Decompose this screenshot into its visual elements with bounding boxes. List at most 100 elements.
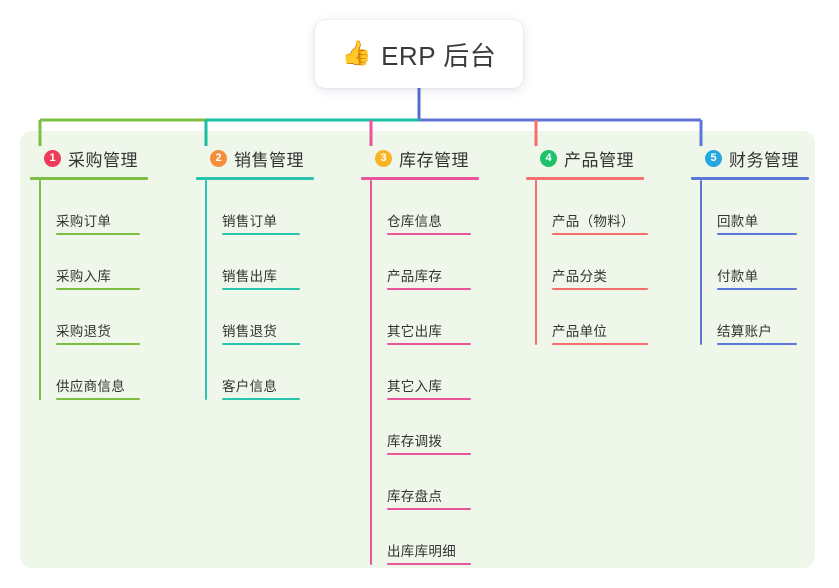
- branch-underline: [691, 177, 809, 180]
- branch-title: 财务管理: [729, 150, 799, 170]
- branch-header-1[interactable]: 1 采购管理: [30, 146, 180, 170]
- branch-item-list: 回款单付款单结算账户: [691, 180, 839, 345]
- branch-spine: [205, 180, 207, 400]
- branch-item-label: 销售退货: [222, 324, 278, 339]
- branch-item-underline: [387, 508, 471, 510]
- branch-underline: [196, 177, 314, 180]
- branch-item-list: 销售订单销售出库销售退货客户信息: [196, 180, 346, 400]
- branch-item-label: 结算账户: [717, 324, 773, 339]
- branch-item-label: 回款单: [717, 214, 759, 229]
- branch-item-underline: [222, 398, 300, 400]
- branch-column-1: 1 采购管理采购订单采购入库采购退货供应商信息: [30, 146, 180, 400]
- branch-item-underline: [552, 233, 648, 235]
- branch-item[interactable]: 库存调拨: [361, 400, 511, 455]
- branch-item[interactable]: 出库库明细: [361, 510, 511, 565]
- branch-item-underline: [387, 343, 471, 345]
- branch-number-badge: 4: [540, 149, 557, 167]
- branch-item-underline: [387, 453, 471, 455]
- branch-item-underline: [222, 233, 300, 235]
- branch-item-underline: [56, 343, 140, 345]
- branch-item[interactable]: 回款单: [691, 180, 839, 235]
- branch-item-label: 产品库存: [387, 269, 443, 284]
- branch-header-4[interactable]: 4 产品管理: [526, 146, 676, 170]
- branch-column-2: 2 销售管理销售订单销售出库销售退货客户信息: [196, 146, 346, 400]
- branch-number-badge: 3: [375, 149, 392, 167]
- branch-item[interactable]: 产品单位: [526, 290, 676, 345]
- branch-item-underline: [717, 288, 797, 290]
- branch-title: 销售管理: [234, 150, 304, 170]
- branch-item[interactable]: 产品库存: [361, 235, 511, 290]
- branch-item[interactable]: 采购入库: [30, 235, 180, 290]
- branch-item-underline: [717, 233, 797, 235]
- branch-item-label: 库存盘点: [387, 489, 443, 504]
- branch-item-label: 其它出库: [387, 324, 443, 339]
- branch-item[interactable]: 客户信息: [196, 345, 346, 400]
- branch-item[interactable]: 供应商信息: [30, 345, 180, 400]
- branch-item[interactable]: 采购订单: [30, 180, 180, 235]
- branch-column-5: 5 财务管理回款单付款单结算账户: [691, 146, 839, 345]
- branch-spine: [370, 180, 372, 565]
- root-node-card[interactable]: 👍 ERP 后台: [315, 20, 523, 88]
- branch-header-5[interactable]: 5 财务管理: [691, 146, 839, 170]
- branch-item-underline: [387, 288, 471, 290]
- branch-item-label: 销售订单: [222, 214, 278, 229]
- branch-item-label: 采购退货: [56, 324, 112, 339]
- branch-underline: [30, 177, 148, 180]
- branch-item-underline: [56, 233, 140, 235]
- branch-spine: [39, 180, 41, 400]
- branch-item[interactable]: 付款单: [691, 235, 839, 290]
- branch-item-label: 产品（物料）: [552, 214, 635, 229]
- branch-item-underline: [717, 343, 797, 345]
- branch-item-label: 产品单位: [552, 324, 608, 339]
- diagram-panel: [20, 131, 815, 568]
- branch-item-label: 仓库信息: [387, 214, 443, 229]
- root-node-title: 👍 ERP 后台: [342, 36, 497, 73]
- branch-item-underline: [387, 398, 471, 400]
- branch-item-label: 采购入库: [56, 269, 112, 284]
- branch-item-underline: [552, 343, 648, 345]
- branch-item[interactable]: 其它入库: [361, 345, 511, 400]
- branch-item-list: 产品（物料） 产品分类产品单位: [526, 180, 676, 345]
- branch-column-4: 4 产品管理产品（物料） 产品分类产品单位: [526, 146, 676, 345]
- branch-item[interactable]: 库存盘点: [361, 455, 511, 510]
- branch-item[interactable]: 产品分类: [526, 235, 676, 290]
- thumbs-up-icon: 👍: [341, 40, 373, 67]
- branch-item[interactable]: 销售出库: [196, 235, 346, 290]
- branch-underline: [526, 177, 644, 180]
- branch-spine: [535, 180, 537, 345]
- branch-item-label: 其它入库: [387, 379, 443, 394]
- branch-item-label: 付款单: [717, 269, 759, 284]
- branch-item-underline: [387, 233, 471, 235]
- branch-item-underline: [222, 343, 300, 345]
- branch-item-label: 采购订单: [56, 214, 112, 229]
- branch-number-badge: 5: [705, 149, 722, 167]
- branch-item-label: 库存调拨: [387, 434, 443, 449]
- branch-number-badge: 1: [44, 149, 61, 167]
- branch-item-underline: [552, 288, 648, 290]
- branch-header-2[interactable]: 2 销售管理: [196, 146, 346, 170]
- branch-item[interactable]: 采购退货: [30, 290, 180, 345]
- branch-item[interactable]: 产品（物料）: [526, 180, 676, 235]
- branch-item-label: 产品分类: [552, 269, 608, 284]
- branch-item-label: 销售出库: [222, 269, 278, 284]
- branch-item-list: 采购订单采购入库采购退货供应商信息: [30, 180, 180, 400]
- branch-item[interactable]: 仓库信息: [361, 180, 511, 235]
- branch-item-underline: [387, 563, 471, 565]
- root-node-label: ERP 后台: [381, 40, 497, 71]
- branch-item-underline: [56, 398, 140, 400]
- branch-title: 采购管理: [68, 150, 138, 170]
- branch-item-underline: [56, 288, 140, 290]
- branch-item-label: 出库库明细: [387, 544, 456, 559]
- branch-number-badge: 2: [210, 149, 227, 167]
- branch-item[interactable]: 销售退货: [196, 290, 346, 345]
- branch-item-label: 供应商信息: [56, 379, 125, 394]
- branch-spine: [700, 180, 702, 345]
- branch-title: 产品管理: [564, 150, 634, 170]
- branch-item[interactable]: 其它出库: [361, 290, 511, 345]
- branch-underline: [361, 177, 479, 180]
- branch-item[interactable]: 结算账户: [691, 290, 839, 345]
- branch-item[interactable]: 销售订单: [196, 180, 346, 235]
